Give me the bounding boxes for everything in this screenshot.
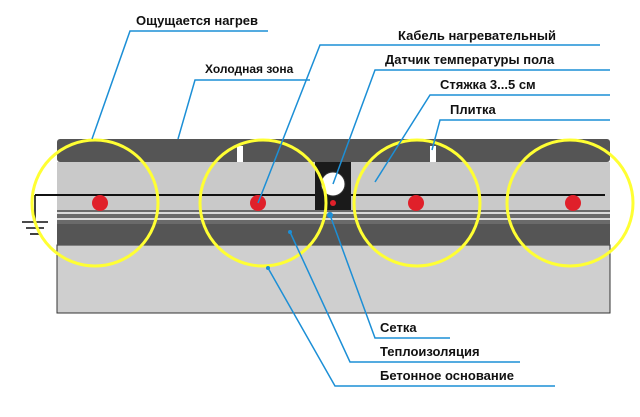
insulation-layer [57, 224, 610, 245]
cable-dot [565, 195, 581, 211]
leader-cold-zone [177, 79, 310, 140]
ground-symbol-icon [22, 195, 48, 235]
leader-end-dot [266, 266, 270, 270]
label-felt-heat: Ощущается нагрев [136, 13, 258, 28]
sensor-dot [330, 200, 336, 206]
leader-tile [431, 119, 610, 151]
leader-felt-heat [91, 30, 268, 140]
mesh-layer [57, 210, 610, 224]
leader-insulation [289, 231, 520, 363]
leader-floor-sensor [332, 69, 610, 185]
label-tile: Плитка [450, 102, 496, 117]
leader-mesh [329, 214, 450, 339]
label-floor-sensor: Датчик температуры пола [385, 52, 555, 67]
heat-zone-circle [198, 138, 328, 268]
label-heating-cable: Кабель нагревательный [398, 28, 556, 43]
tile-layer [57, 139, 610, 162]
label-insulation: Теплоизоляция [380, 344, 480, 359]
cable-dot [92, 195, 108, 211]
heat-zone-circle [352, 138, 482, 268]
label-concrete-base: Бетонное основание [380, 368, 514, 383]
leader-heating-cable [257, 44, 600, 204]
label-screed: Стяжка 3...5 см [440, 77, 536, 92]
leader-end-dot [288, 230, 292, 234]
concrete-base-layer [56, 244, 611, 314]
cable-dot [408, 195, 424, 211]
leader-screed [374, 94, 610, 183]
leader-concrete [267, 267, 555, 387]
heat-zone-circle [505, 138, 635, 268]
label-cold-zone: Холодная зона [205, 62, 294, 76]
label-mesh: Сетка [380, 320, 417, 335]
tile-joint [430, 146, 436, 162]
heat-zone-circle [30, 138, 160, 268]
tile-joint [237, 146, 243, 162]
